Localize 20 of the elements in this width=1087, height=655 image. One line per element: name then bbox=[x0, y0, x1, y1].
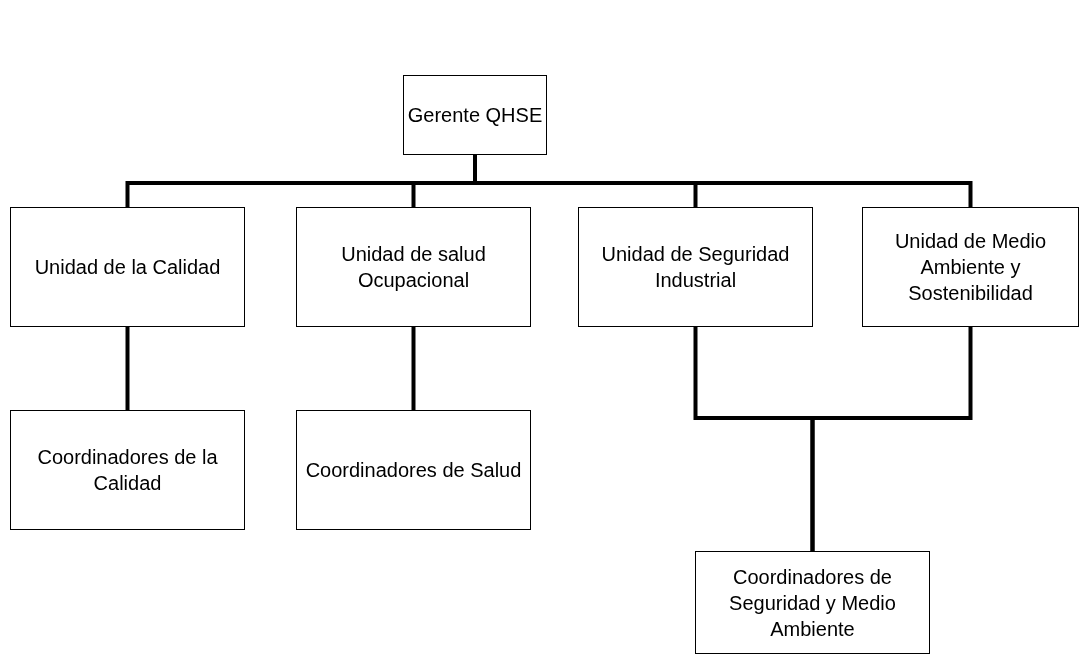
org-box bbox=[695, 551, 930, 654]
box-text: Coordinadores de Salud bbox=[305, 458, 522, 483]
box-text: Coordinadores de la Calidad bbox=[36, 445, 219, 496]
org-box bbox=[10, 207, 245, 327]
connector-line bbox=[125, 327, 130, 410]
box-text: Unidad de salud Ocupacional bbox=[340, 242, 487, 293]
box-text: Gerente QHSE bbox=[407, 103, 543, 128]
box-text: Unidad de Seguridad Industrial bbox=[600, 242, 791, 293]
org-box bbox=[862, 207, 1079, 327]
box-text: Unidad de la Calidad bbox=[34, 255, 221, 280]
box-text: Unidad de Medio Ambiente y Sostenibilidad bbox=[893, 229, 1048, 306]
org-box bbox=[296, 207, 531, 327]
connector-line bbox=[473, 155, 973, 207]
org-box bbox=[578, 207, 813, 327]
org-box bbox=[403, 75, 547, 155]
connector-line bbox=[411, 327, 416, 410]
connector-line bbox=[810, 327, 973, 551]
box-text: Coordinadores de Seguridad y Medio Ambiente bbox=[728, 564, 897, 642]
org-box bbox=[10, 410, 245, 530]
org-box bbox=[296, 410, 531, 530]
